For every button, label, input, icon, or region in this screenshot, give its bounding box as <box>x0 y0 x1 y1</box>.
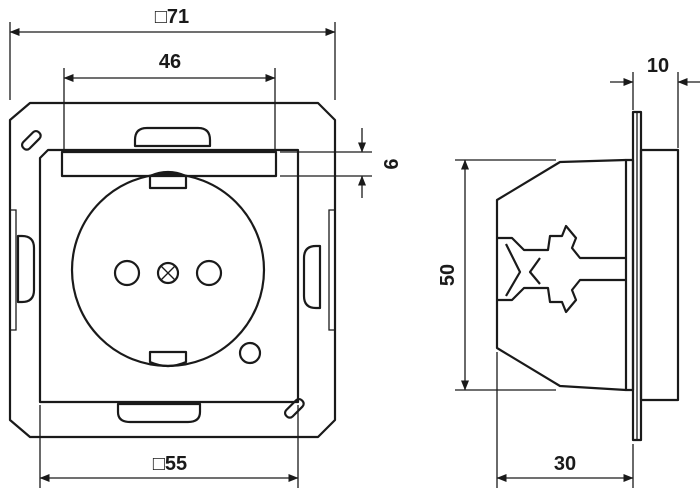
side-view <box>495 110 680 442</box>
top-earth-clip <box>148 170 188 190</box>
side-clip-profile <box>497 224 626 260</box>
corner-slot-bottom-right <box>283 397 305 419</box>
centre-screw <box>156 261 180 285</box>
side-body <box>495 158 627 392</box>
top-clip <box>133 126 212 148</box>
dim-label-height-label: 9 <box>379 158 401 169</box>
right-step <box>328 209 335 331</box>
outer-frame <box>8 101 337 439</box>
left-step <box>10 209 17 331</box>
indicator-lamp <box>238 341 262 365</box>
dim-depth-body-label: 30 <box>554 453 576 475</box>
bottom-earth-clip <box>148 350 188 368</box>
side-dimensions: 10 50 30 <box>437 55 700 488</box>
left-clip <box>16 234 36 304</box>
dim-overall-width-label: □71 <box>155 6 189 28</box>
bottom-clip <box>116 402 202 424</box>
side-front-plate <box>639 148 680 402</box>
dim-height-body-label: 50 <box>437 264 459 286</box>
right-clip <box>302 244 322 310</box>
side-clip-jaw <box>505 243 522 297</box>
side-mount-plate <box>624 158 635 392</box>
label-strip <box>60 150 278 178</box>
socket-face <box>70 172 266 368</box>
front-view <box>8 101 337 439</box>
dim-socket-width-label: 46 <box>159 51 181 73</box>
screw-slot-2 <box>160 265 176 281</box>
dim-depth-frame-label: 10 <box>647 55 669 77</box>
pin-hole-left <box>113 259 141 287</box>
cover-plate <box>38 148 300 404</box>
dim-insert-square-label: □55 <box>153 453 187 475</box>
front-dimensions: □71 46 □55 9 <box>9 6 401 488</box>
pin-hole-right <box>195 259 223 287</box>
corner-slot-top-left <box>20 129 42 151</box>
